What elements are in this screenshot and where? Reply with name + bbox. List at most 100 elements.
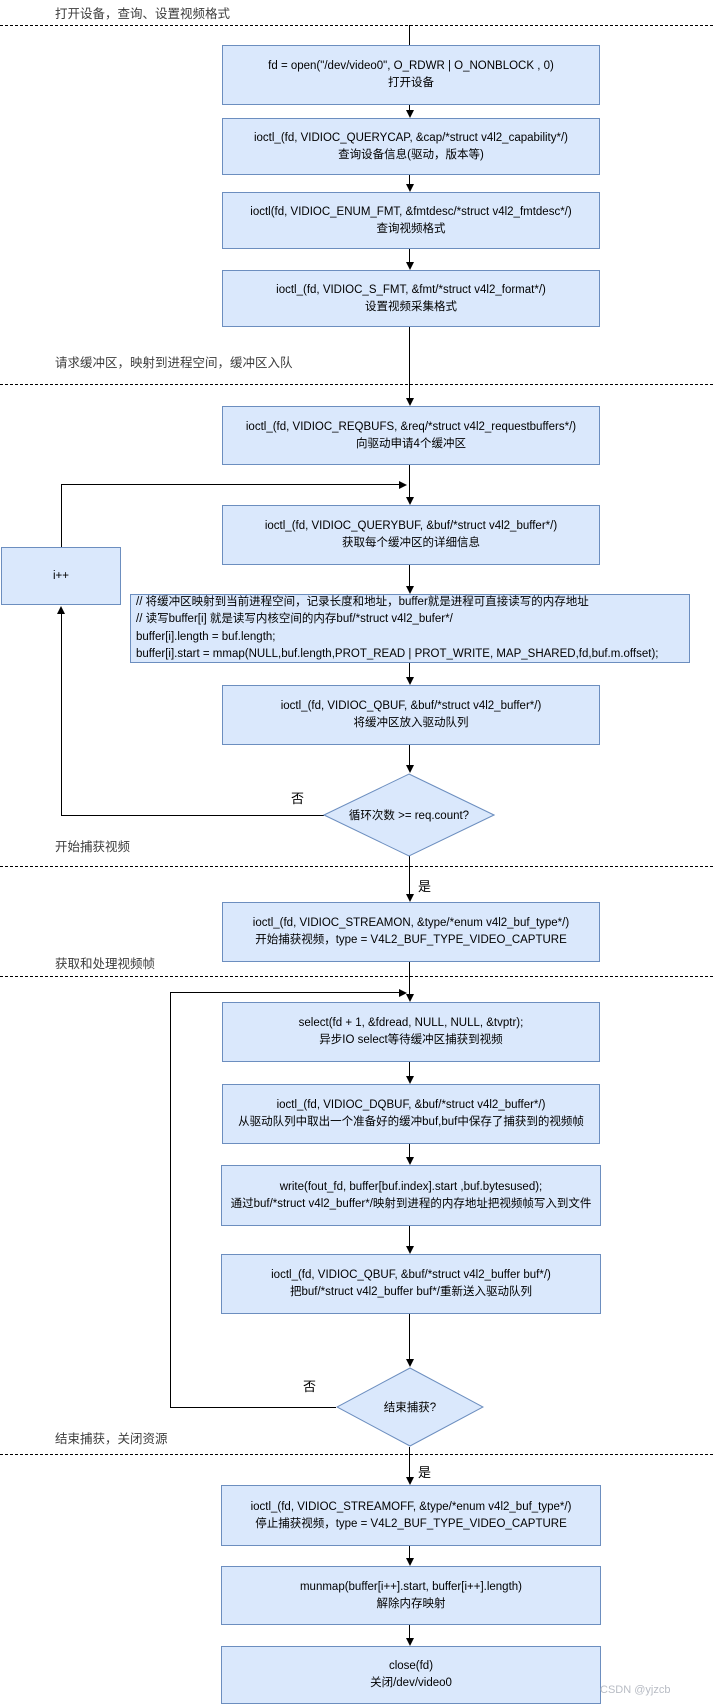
arrowhead-down-icon [406, 894, 414, 902]
section-label-request-buffers: 请求缓冲区，映射到进程空间，缓冲区入队 [55, 356, 293, 370]
connector-querybuf-mmap [409, 565, 410, 587]
decision-end-capture-label: 结束捕获? [383, 1402, 437, 1414]
arrowhead-down-icon [406, 677, 414, 685]
decision-loop-count: 循环次数 >= req.count? [323, 773, 495, 857]
loop1-top-line [61, 484, 399, 485]
node-streamon: ioctl_(fd, VIDIOC_STREAMON, &type/*enum … [222, 902, 600, 962]
node-open-device: fd = open("/dev/video0", O_RDWR | O_NONB… [222, 45, 600, 105]
node-querybuf-code: ioctl_(fd, VIDIOC_QUERYBUF, &buf/*struct… [264, 520, 558, 533]
node-querybuf-desc: 获取每个缓冲区的详细信息 [342, 537, 480, 549]
arrowhead-down-icon [406, 1558, 414, 1566]
arrowhead-right-icon [399, 481, 407, 489]
node-qbuf-enqueue-code: ioctl_(fd, VIDIOC_QBUF, &buf/*struct v4l… [280, 700, 542, 713]
connector-loopcheck-streamon [409, 855, 410, 895]
node-open-device-code: fd = open("/dev/video0", O_RDWR | O_NONB… [268, 60, 554, 73]
node-munmap: munmap(buffer[i++].start, buffer[i++].le… [221, 1566, 601, 1625]
loop2-up-line [170, 992, 171, 1407]
node-i-increment-label: i++ [53, 569, 69, 582]
node-select-code: select(fd + 1, &fdread, NULL, NULL, &tvp… [298, 1017, 524, 1030]
node-close-device-desc: 关闭/dev/video0 [370, 1677, 452, 1689]
node-enum-fmt-desc: 查询视频格式 [376, 222, 446, 235]
section-label-stop-capture: 结束捕获，关闭资源 [55, 1432, 168, 1446]
arrowhead-down-icon [406, 765, 414, 773]
diamond-shape [336, 1367, 484, 1447]
connector-select-dqbuf [409, 1062, 410, 1077]
connector-dqbuf-write [409, 1144, 410, 1158]
node-mmap-line4: buffer[i].start = mmap(NULL,buf.length,P… [136, 647, 659, 660]
connector-querycap-enumfmt [409, 175, 410, 185]
node-qbuf-enqueue-desc: 将缓冲区放入驱动队列 [353, 717, 469, 729]
loop1-bottom-line [61, 815, 324, 816]
connector-top [409, 25, 410, 45]
node-querycap-desc: 查询设备信息(驱动，版本等) [338, 148, 484, 161]
connector-streamoff-munmap [409, 1546, 410, 1559]
csdn-watermark: CSDN @yjzcb [600, 1684, 671, 1696]
edge-label-no-2: 否 [303, 1379, 317, 1394]
node-dqbuf: ioctl_(fd, VIDIOC_DQBUF, &buf/*struct v4… [222, 1084, 600, 1144]
connector-sfmt-reqbufs [409, 327, 410, 399]
node-mmap-line2: // 读写buffer[i] 就是读写内核空间的内存buf/*struct v4… [136, 613, 453, 626]
node-qbuf-requeue-desc: 把buf/*struct v4l2_buffer buf*/重新送入驱动队列 [289, 1286, 532, 1298]
connector-mmap-qbuf1 [409, 663, 410, 678]
arrowhead-down-icon [406, 110, 414, 118]
connector-qbuf1-loopcheck [409, 745, 410, 766]
node-streamoff: ioctl_(fd, VIDIOC_STREAMOFF, &type/*enum… [221, 1485, 601, 1546]
node-s-fmt: ioctl_(fd, VIDIOC_S_FMT, &fmt/*struct v4… [222, 270, 600, 327]
arrowhead-down-icon [406, 184, 414, 192]
node-streamon-code: ioctl_(fd, VIDIOC_STREAMON, &type/*enum … [252, 917, 570, 930]
arrowhead-down-icon [406, 1477, 414, 1485]
node-qbuf-requeue: ioctl_(fd, VIDIOC_QBUF, &buf/*struct v4l… [221, 1254, 601, 1314]
connector-write-qbuf2 [409, 1226, 410, 1247]
decision-loop-count-label: 循环次数 >= req.count? [348, 810, 470, 822]
node-reqbufs: ioctl_(fd, VIDIOC_REQBUFS, &req/*struct … [222, 406, 600, 465]
section-divider-4 [0, 976, 713, 977]
node-write-frame-desc: 通过buf/*struct v4l2_buffer*/映射到进程的内存地址把视频… [230, 1197, 592, 1210]
section-divider-3 [0, 866, 713, 867]
node-mmap: // 将缓冲区映射到当前进程空间，记录长度和地址，buffer就是进程可直接读写… [130, 594, 690, 663]
node-i-increment: i++ [1, 547, 121, 605]
node-munmap-desc: 解除内存映射 [376, 1597, 446, 1610]
node-reqbufs-code: ioctl_(fd, VIDIOC_REQBUFS, &req/*struct … [245, 420, 577, 433]
arrowhead-down-icon [406, 586, 414, 594]
node-mmap-line3: buffer[i].length = buf.length; [136, 630, 276, 643]
loop1-top-rise [61, 484, 62, 547]
node-select: select(fd + 1, &fdread, NULL, NULL, &tvp… [222, 1002, 600, 1062]
node-streamon-desc: 开始捕获视频，type = V4L2_BUF_TYPE_VIDEO_CAPTUR… [255, 934, 567, 946]
section-divider-2 [0, 384, 713, 385]
edge-label-yes-1: 是 [418, 879, 432, 894]
connector-endcheck-streamoff [409, 1447, 410, 1478]
section-divider-1 [0, 25, 713, 26]
node-mmap-line1: // 将缓冲区映射到当前进程空间，记录长度和地址，buffer就是进程可直接读写… [136, 596, 589, 609]
node-streamoff-desc: 停止捕获视频，type = V4L2_BUF_TYPE_VIDEO_CAPTUR… [255, 1517, 567, 1530]
section-label-start-capture: 开始捕获视频 [55, 840, 131, 854]
diamond-shape [323, 773, 495, 857]
node-write-frame: write(fout_fd, buffer[buf.index].start ,… [221, 1165, 601, 1226]
node-dqbuf-desc: 从驱动队列中取出一个准备好的缓冲buf,buf中保存了捕获到的视频帧 [238, 1116, 584, 1128]
node-close-device: close(fd) 关闭/dev/video0 [221, 1646, 601, 1704]
node-querybuf: ioctl_(fd, VIDIOC_QUERYBUF, &buf/*struct… [222, 505, 600, 565]
node-streamoff-code: ioctl_(fd, VIDIOC_STREAMOFF, &type/*enum… [250, 1500, 572, 1513]
node-s-fmt-code: ioctl_(fd, VIDIOC_S_FMT, &fmt/*struct v4… [276, 283, 546, 296]
arrowhead-down-icon [406, 1246, 414, 1254]
node-qbuf-requeue-code: ioctl_(fd, VIDIOC_QBUF, &buf/*struct v4l… [271, 1269, 551, 1282]
connector-enumfmt-sfmt [409, 249, 410, 263]
node-s-fmt-desc: 设置视频采集格式 [365, 300, 457, 313]
node-close-device-code: close(fd) [388, 1660, 434, 1673]
loop2-bottom-line [170, 1407, 336, 1408]
decision-end-capture: 结束捕获? [336, 1367, 484, 1447]
arrowhead-right-icon [399, 989, 407, 997]
arrowhead-down-icon [406, 1638, 414, 1646]
connector-open-querycap [409, 105, 410, 111]
arrowhead-down-icon [406, 398, 414, 406]
connector-qbuf2-endcheck [409, 1314, 410, 1360]
loop1-up-line [61, 613, 62, 815]
edge-label-yes-2: 是 [418, 1465, 432, 1480]
arrowhead-down-icon [406, 1359, 414, 1367]
section-label-open-device: 打开设备，查询、设置视频格式 [55, 7, 231, 21]
section-divider-5 [0, 1454, 713, 1455]
arrowhead-down-icon [406, 1157, 414, 1165]
arrowhead-down-icon [406, 994, 414, 1002]
node-dqbuf-code: ioctl_(fd, VIDIOC_DQBUF, &buf/*struct v4… [276, 1099, 546, 1112]
loop2-top-line [170, 992, 399, 993]
